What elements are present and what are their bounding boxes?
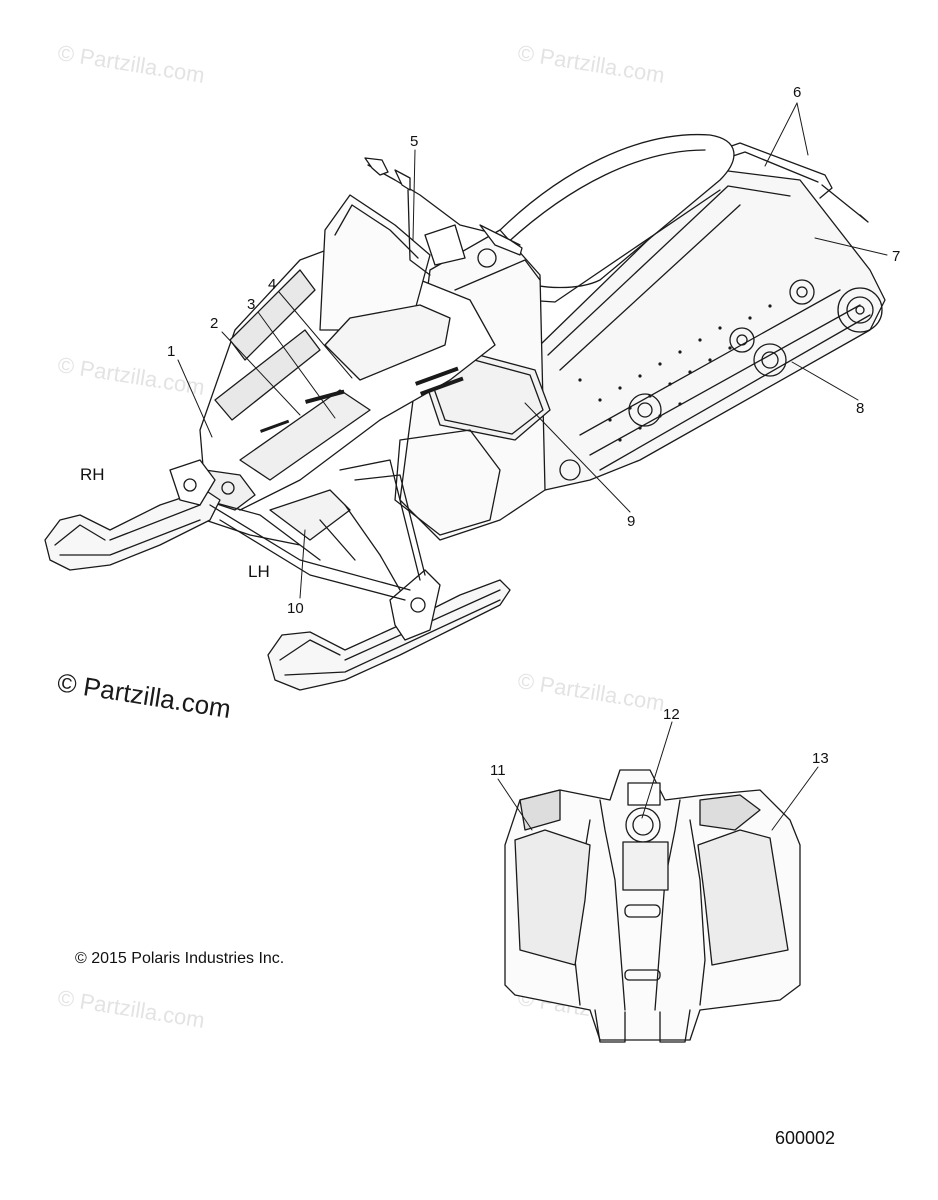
hood-top-view (497, 721, 819, 1043)
callout-9: 9 (627, 513, 636, 530)
callout-12: 12 (663, 706, 680, 723)
hood (199, 194, 496, 561)
side-label-lh: LH (248, 562, 270, 581)
callout-2: 2 (210, 315, 219, 332)
callout-3: 3 (247, 296, 256, 313)
handlebar (364, 157, 523, 276)
leader-lines (177, 102, 888, 599)
callout-7: 7 (892, 248, 901, 265)
front-suspension (209, 459, 426, 601)
callout-13: 13 (812, 750, 829, 767)
callout-11: 11 (490, 762, 506, 779)
side-label-rh: RH (80, 465, 105, 484)
callout-6: 6 (793, 84, 802, 101)
callout-1: 1 (167, 343, 176, 360)
ski-lh (267, 569, 511, 691)
callout-5: 5 (410, 133, 419, 150)
callout-8: 8 (856, 400, 865, 417)
callout-10: 10 (287, 600, 304, 617)
track-assembly (539, 142, 886, 491)
figure-number: 600002 (775, 1128, 836, 1148)
ski-rh (44, 459, 221, 571)
callout-4: 4 (268, 276, 277, 293)
copyright-notice: © 2015 Polaris Industries Inc. (75, 950, 285, 967)
